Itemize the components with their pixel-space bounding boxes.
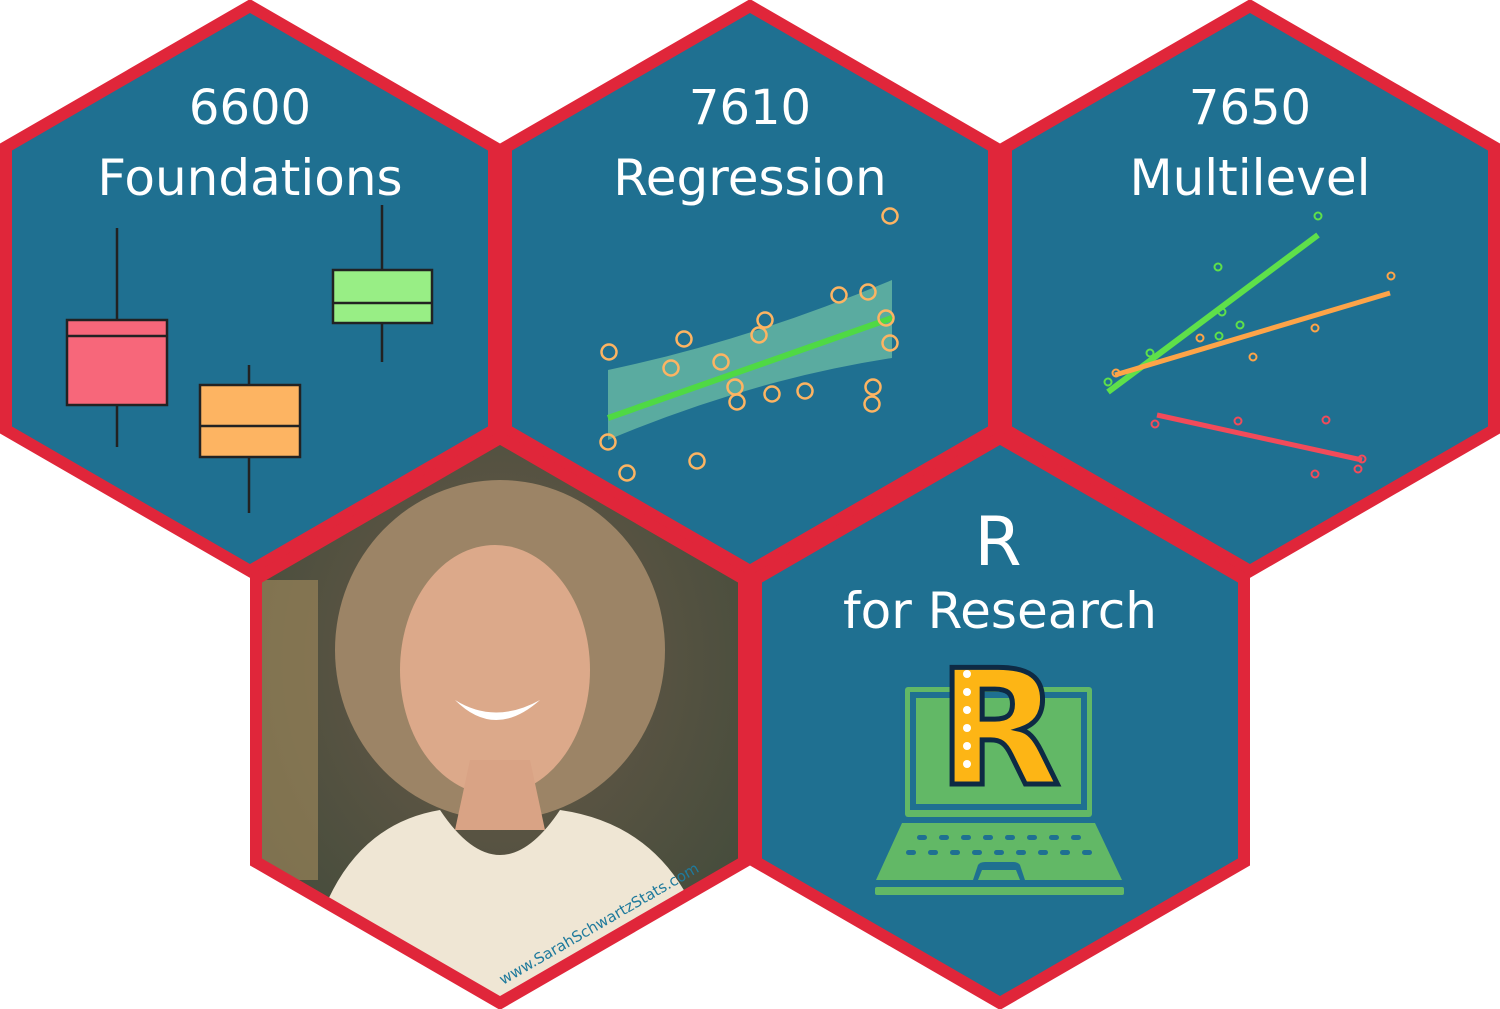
laptop-key bbox=[1005, 835, 1015, 840]
laptop-key bbox=[906, 850, 916, 855]
laptop-key bbox=[1071, 835, 1081, 840]
laptop-icon bbox=[875, 687, 1124, 895]
scatter-point bbox=[728, 393, 746, 411]
scatter-point bbox=[877, 309, 895, 327]
r-logo-letter: R bbox=[937, 635, 1060, 822]
scatter-point bbox=[750, 326, 768, 344]
scatter-point bbox=[830, 286, 848, 304]
course-title: Multilevel bbox=[1129, 149, 1370, 207]
hex-regression[interactable]: 7610 Regression bbox=[500, 0, 1000, 578]
hex-foundations[interactable]: 6600 Foundations bbox=[0, 0, 500, 578]
scatter-point bbox=[618, 464, 636, 482]
laptop-key bbox=[928, 850, 938, 855]
r-letter: R bbox=[974, 503, 1021, 582]
scatter-point bbox=[675, 330, 693, 348]
hex-multilevel[interactable]: 7650 Multilevel bbox=[1000, 0, 1500, 578]
hex-r-for-research[interactable]: R for Research R bbox=[750, 431, 1250, 1009]
laptop-key bbox=[972, 850, 982, 855]
scatter-point bbox=[712, 353, 730, 371]
r-hex-title: for Research bbox=[843, 582, 1157, 640]
course-number: 7650 bbox=[1189, 80, 1311, 136]
scatter-point bbox=[881, 334, 899, 352]
laptop-key bbox=[1082, 850, 1092, 855]
boxplot-icon bbox=[65, 205, 434, 513]
scatter-point bbox=[763, 385, 781, 403]
scatter-point bbox=[881, 207, 899, 225]
scatter-point bbox=[863, 395, 881, 413]
course-number: 7610 bbox=[689, 80, 811, 136]
laptop-key bbox=[1027, 835, 1037, 840]
scatter-point bbox=[756, 311, 774, 329]
scatter-point bbox=[859, 283, 877, 301]
scatter-point bbox=[599, 433, 617, 451]
laptop-key bbox=[1038, 850, 1048, 855]
laptop-key bbox=[961, 835, 971, 840]
course-title: Regression bbox=[613, 149, 887, 207]
scatter-point bbox=[864, 378, 882, 396]
laptop-key bbox=[1049, 835, 1059, 840]
scatter-point bbox=[688, 452, 706, 470]
course-number: 6600 bbox=[189, 80, 311, 136]
laptop-key bbox=[1060, 850, 1070, 855]
r-logo-icon: R bbox=[935, 633, 1063, 825]
scatter-point bbox=[662, 359, 680, 377]
laptop-key bbox=[917, 835, 927, 840]
scatter-point bbox=[600, 343, 618, 361]
course-title: Foundations bbox=[97, 149, 402, 207]
regression-plot-icon bbox=[599, 207, 899, 482]
portrait-hex: www.SarahSchwartzStats.com bbox=[250, 431, 750, 1009]
laptop-key bbox=[1016, 850, 1026, 855]
multilevel-plot-icon bbox=[1103, 211, 1396, 479]
laptop-key bbox=[950, 850, 960, 855]
laptop-key bbox=[983, 835, 993, 840]
laptop-key bbox=[939, 835, 949, 840]
laptop-key bbox=[994, 850, 1004, 855]
scatter-point bbox=[796, 382, 814, 400]
